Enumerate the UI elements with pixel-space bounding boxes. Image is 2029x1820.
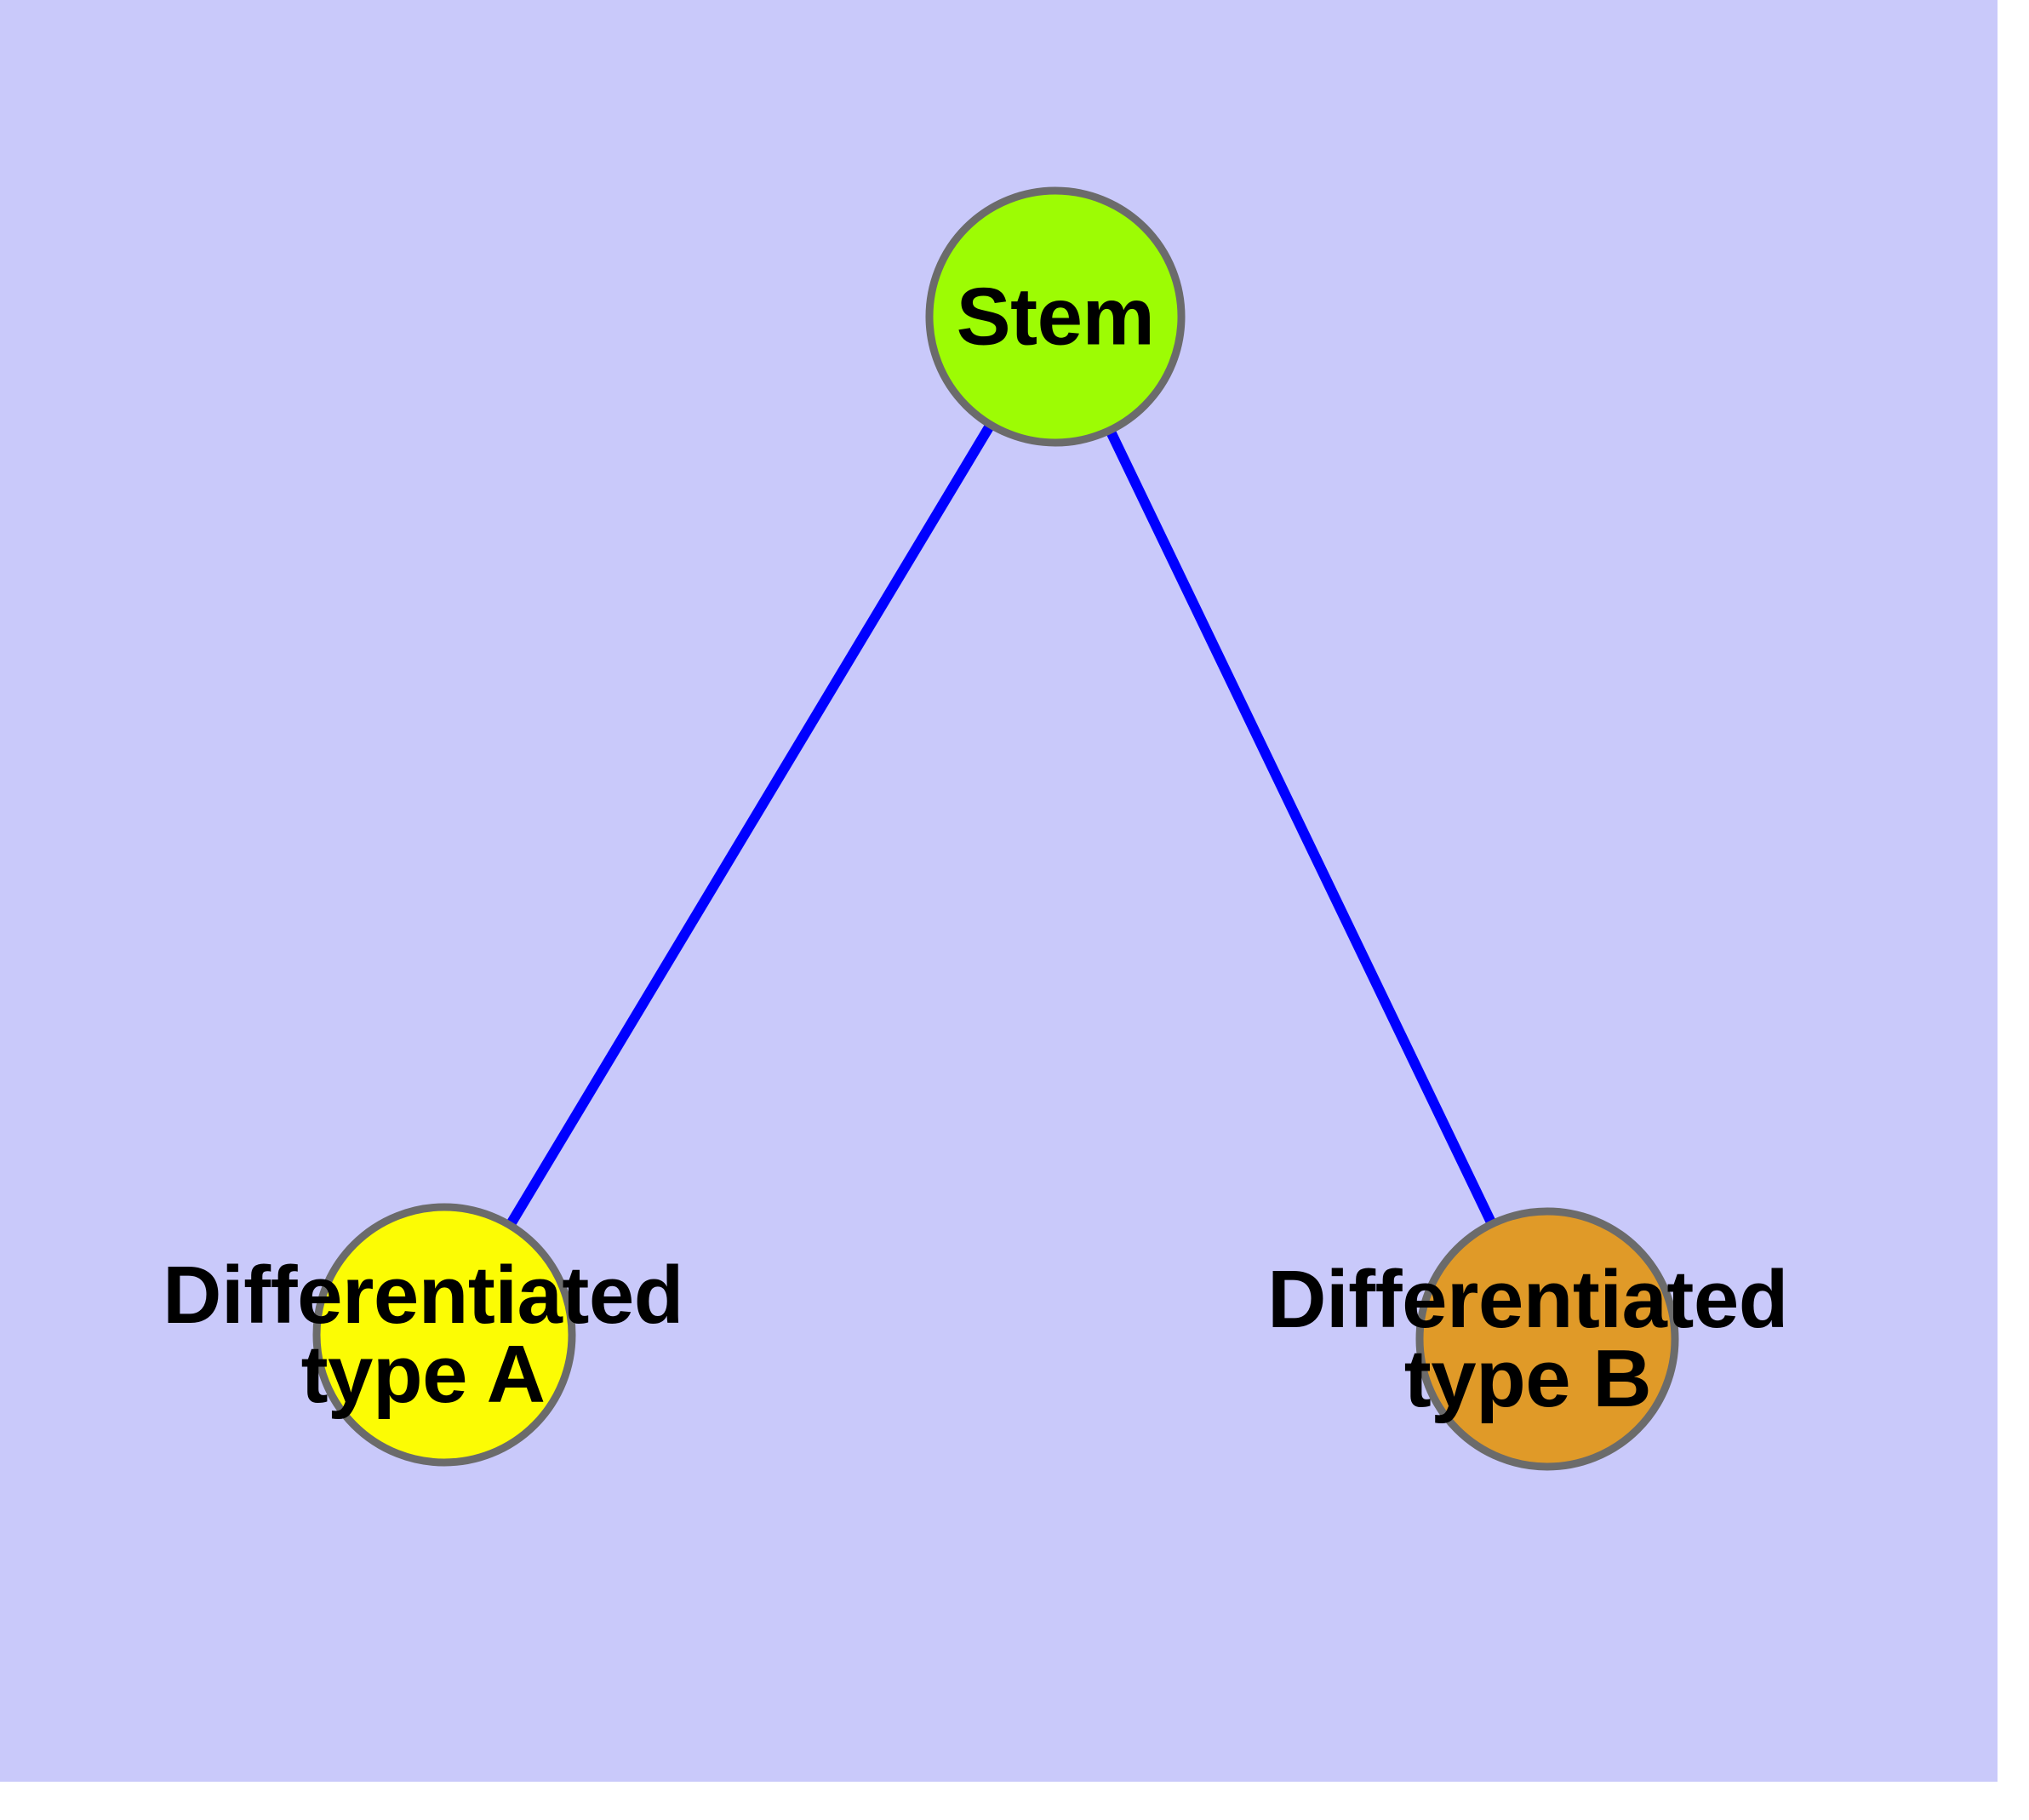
edge-stem-to-type-a (506, 421, 995, 1228)
node-stem[interactable] (925, 186, 1186, 447)
node-group (312, 186, 1679, 1471)
edge-stem-to-type-b (1105, 427, 1497, 1227)
edge-group (506, 421, 1497, 1228)
node-differentiated-type-b[interactable] (1415, 1207, 1679, 1471)
node-differentiated-type-a[interactable] (312, 1203, 576, 1467)
